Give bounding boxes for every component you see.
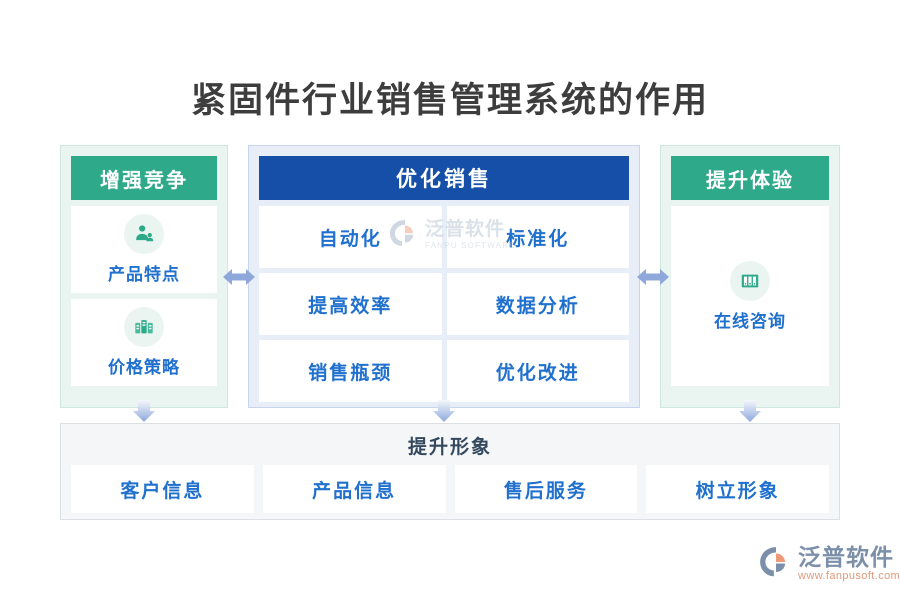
arrow-left-down bbox=[131, 398, 157, 424]
left-panel-item-label: 价格策略 bbox=[108, 358, 180, 377]
center-panel: 优化销售 自动化 标准化 提高效率 数据分析 销售瓶颈 优化改进 bbox=[248, 145, 640, 408]
brand-logo-text: 泛普软件 www.fanpusoft.com bbox=[798, 545, 900, 583]
left-panel-item-pricing-strategy[interactable]: 价格策略 bbox=[71, 299, 217, 386]
user-icon bbox=[124, 214, 164, 254]
arrow-center-to-right bbox=[636, 262, 670, 292]
right-panel: 提升体验 在线咨询 bbox=[660, 145, 840, 408]
center-cell-efficiency[interactable]: 提高效率 bbox=[259, 273, 442, 335]
center-cell-data-analysis[interactable]: 数据分析 bbox=[446, 273, 629, 335]
bottom-panel-title: 提升形象 bbox=[407, 437, 492, 458]
center-cell-sales-bottleneck[interactable]: 销售瓶颈 bbox=[259, 340, 442, 402]
center-cell-standardization[interactable]: 标准化 bbox=[446, 206, 629, 268]
archive-icon bbox=[730, 260, 770, 301]
bottom-panel-row: 客户信息 产品信息 售后服务 树立形象 bbox=[71, 465, 829, 513]
center-panel-header: 优化销售 bbox=[259, 156, 629, 200]
bottom-cell-product-info[interactable]: 产品信息 bbox=[262, 465, 446, 513]
arrow-right-down bbox=[737, 398, 763, 424]
arrow-left-to-center bbox=[222, 262, 256, 292]
brand-logo-url: www.fanpusoft.com bbox=[798, 570, 900, 582]
arrow-center-down bbox=[431, 398, 457, 424]
left-panel-item-label: 产品特点 bbox=[108, 265, 180, 284]
right-panel-item-label: 在线咨询 bbox=[714, 311, 786, 331]
bottom-panel: 提升形象 客户信息 产品信息 售后服务 树立形象 bbox=[60, 423, 840, 520]
left-panel-header: 增强竞争 bbox=[71, 156, 217, 200]
brand-logo: 泛普软件 www.fanpusoft.com bbox=[758, 540, 900, 588]
page-title: 紧固件行业销售管理系统的作用 bbox=[190, 81, 709, 120]
bottom-cell-customer-info[interactable]: 客户信息 bbox=[71, 465, 254, 513]
building-icon bbox=[124, 307, 164, 347]
right-panel-item-online-consulting[interactable]: 在线咨询 bbox=[671, 206, 829, 386]
brand-logo-icon bbox=[758, 545, 794, 584]
bottom-cell-after-sales[interactable]: 售后服务 bbox=[454, 465, 638, 513]
center-cell-automation[interactable]: 自动化 bbox=[259, 206, 442, 268]
left-panel: 增强竞争 产品特点 价格策略 bbox=[60, 145, 228, 408]
center-cell-optimization[interactable]: 优化改进 bbox=[446, 340, 629, 402]
left-panel-item-product-features[interactable]: 产品特点 bbox=[71, 206, 217, 293]
right-panel-header: 提升体验 bbox=[671, 156, 829, 200]
center-panel-grid: 自动化 标准化 提高效率 数据分析 销售瓶颈 优化改进 bbox=[259, 206, 629, 402]
brand-logo-cn: 泛普软件 bbox=[798, 545, 894, 570]
bottom-cell-brand-image[interactable]: 树立形象 bbox=[646, 465, 829, 513]
